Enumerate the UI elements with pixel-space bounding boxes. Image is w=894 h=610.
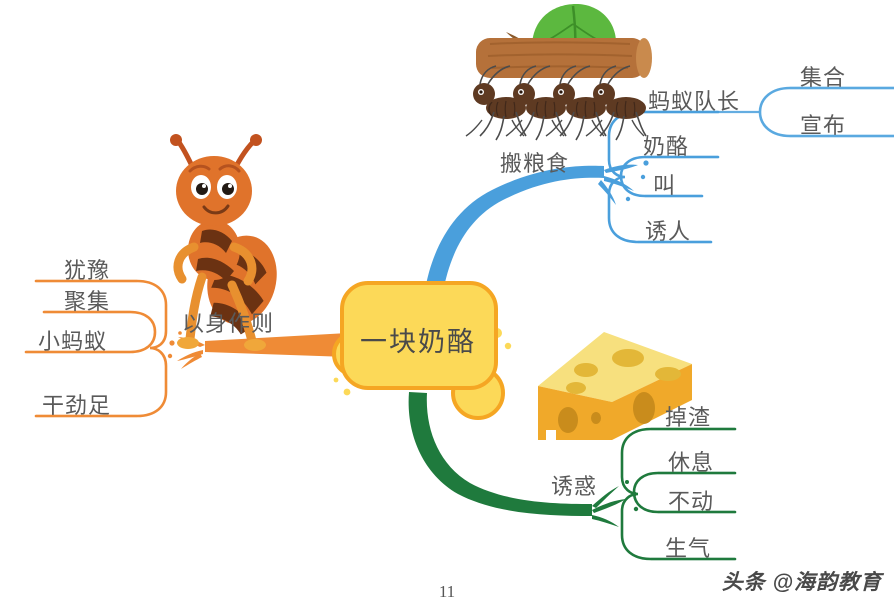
bracket-left-outer [34, 279, 168, 418]
leaf-label-left-3[interactable]: 小蚂蚁 [38, 329, 108, 354]
sub-label-top-1[interactable]: 集合 [800, 65, 847, 90]
sub-label-top-2[interactable]: 宣布 [800, 113, 847, 138]
bracket-bottom-outer [620, 427, 737, 561]
leaf-label-top-2[interactable]: 奶酪 [643, 134, 690, 159]
decor-dot [343, 388, 351, 396]
leaf-label-bottom-2[interactable]: 休息 [668, 450, 715, 475]
leaf-underlines-bottom [649, 427, 737, 561]
watermark-text: 头条 @海韵教育 [721, 571, 882, 594]
page-number: 11 [438, 582, 456, 601]
branch-label-top[interactable]: 搬粮食 [500, 151, 570, 176]
decor-dot [504, 342, 512, 350]
decor-dot [333, 377, 339, 383]
branch-label-bottom[interactable]: 诱惑 [551, 474, 598, 499]
leaf-underlines-third-level [788, 86, 894, 138]
branch-label-left[interactable]: 以身作则 [182, 311, 275, 336]
leaf-label-top-1[interactable]: 蚂蚁队长 [648, 89, 741, 114]
bracket-top-outer [607, 110, 720, 244]
bracket-top-third-level [758, 86, 894, 138]
leaf-label-bottom-3[interactable]: 不动 [668, 489, 715, 514]
leaf-underlines-top [636, 110, 762, 244]
leaf-label-left-1[interactable]: 犹豫 [64, 258, 111, 283]
bracket-left-inner [24, 310, 157, 354]
center-node-label[interactable]: 一块奶酪 [360, 327, 476, 357]
leaf-label-left-4[interactable]: 干劲足 [42, 393, 112, 418]
leaf-label-top-3[interactable]: 叫 [653, 173, 677, 198]
leaf-underlines-left [24, 279, 139, 418]
leaf-label-bottom-1[interactable]: 掉渣 [665, 405, 712, 430]
leaf-label-bottom-4[interactable]: 生气 [665, 536, 712, 561]
leaf-label-left-2[interactable]: 聚集 [64, 289, 111, 314]
bracket-bottom-inner [632, 471, 737, 514]
leaf-label-top-4[interactable]: 诱人 [645, 219, 692, 244]
bracket-top-inner [619, 155, 720, 198]
